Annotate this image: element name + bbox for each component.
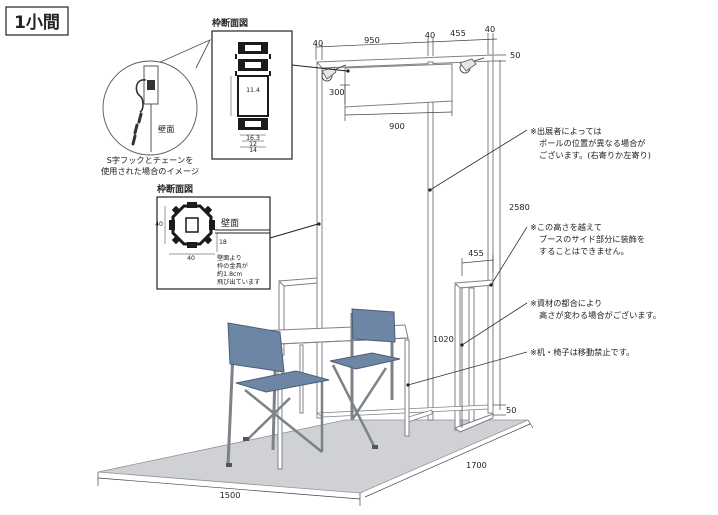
svg-text:※机・椅子は移動禁止です。: ※机・椅子は移動禁止です。: [530, 347, 634, 357]
dim-300: 300: [329, 87, 345, 97]
svg-text:壁面より: 壁面より: [217, 254, 242, 262]
dim-50-bottom: 50: [506, 405, 516, 415]
dim-455-top: 455: [450, 28, 466, 38]
svg-text:ございます。(右寄りか左寄り): ございます。(右寄りか左寄り): [539, 150, 651, 160]
hook-wall-label: 壁面: [158, 124, 174, 134]
svg-text:11.4: 11.4: [246, 87, 260, 94]
dim-50-top: 50: [510, 50, 520, 60]
svg-text:高さが変わる場合がございます。: 高さが変わる場合がございます。: [539, 310, 661, 320]
svg-text:※出展者によっては: ※出展者によっては: [530, 126, 602, 136]
svg-text:16.3: 16.3: [246, 135, 260, 142]
svg-text:12: 12: [249, 141, 257, 148]
dim-40-right: 40: [485, 24, 495, 34]
dim-950: 950: [364, 35, 380, 45]
svg-text:ポールの位置が異なる場合が: ポールの位置が異なる場合が: [539, 138, 645, 148]
note-no-moving: ※机・椅子は移動禁止です。: [406, 347, 634, 387]
dimension-labels: 40 950 40 455 40 50 300 900 2580 455 102…: [220, 24, 530, 500]
chair-right: [329, 308, 401, 449]
svg-text:40: 40: [187, 255, 195, 262]
note-material: ※資材の都合により 高さが変わる場合がございます。: [460, 298, 661, 347]
hook-detail: 壁面: [102, 39, 211, 156]
dim-2580: 2580: [509, 202, 530, 212]
svg-text:ブースのサイド部分に装飾を: ブースのサイド部分に装飾を: [539, 234, 645, 244]
section-label-mid: 枠断面図: [156, 183, 193, 195]
section-wall-label: 壁面: [221, 217, 239, 229]
chair-left: [226, 322, 330, 467]
note-pole-position: ※出展者によっては ポールの位置が異なる場合が ございます。(右寄りか左寄り): [428, 126, 651, 192]
svg-text:約1.8cm: 約1.8cm: [217, 270, 242, 278]
page-title: 1小間: [14, 13, 60, 33]
svg-text:※この高さを越えて: ※この高さを越えて: [530, 222, 602, 232]
svg-text:14: 14: [249, 147, 257, 154]
dim-900: 900: [389, 121, 405, 131]
svg-text:※資材の都合により: ※資材の都合により: [530, 298, 602, 308]
svg-text:40: 40: [155, 221, 163, 228]
dim-40-mid: 40: [425, 30, 435, 40]
dim-1020: 1020: [433, 334, 454, 344]
spotlight-left: [321, 64, 347, 82]
svg-text:枠の金具が: 枠の金具が: [217, 262, 249, 270]
svg-text:使用された場合のイメージ: 使用された場合のイメージ: [101, 166, 199, 176]
section-detail-top: 枠断面図 11.4 16.3 12 14: [211, 17, 350, 160]
hook-caption: S字フックとチェーンを 使用された場合のイメージ: [101, 155, 199, 176]
dim-1500: 1500: [220, 490, 241, 500]
section-detail-mid: 枠断面図 壁面 40 40 18 壁面より 枠の金具が 約1.8cm 飛び出てい…: [155, 183, 321, 290]
svg-text:18: 18: [219, 239, 227, 246]
svg-text:飛び出ています: 飛び出ています: [217, 278, 260, 286]
dimension-lines: [97, 33, 534, 506]
dim-455-mid: 455: [468, 248, 484, 258]
svg-text:S字フックとチェーンを: S字フックとチェーンを: [107, 155, 194, 165]
section-label-top: 枠断面図: [211, 17, 248, 29]
title-box: 1小間: [5, 6, 69, 36]
dim-40-left: 40: [313, 38, 323, 48]
note-height-limit: ※この高さを越えて ブースのサイド部分に装飾を することはできません。: [489, 222, 645, 287]
svg-text:することはできません。: することはできません。: [539, 246, 629, 256]
fascia-panel: [344, 63, 453, 108]
dim-1700: 1700: [466, 460, 487, 470]
spotlight-right: [459, 57, 485, 74]
